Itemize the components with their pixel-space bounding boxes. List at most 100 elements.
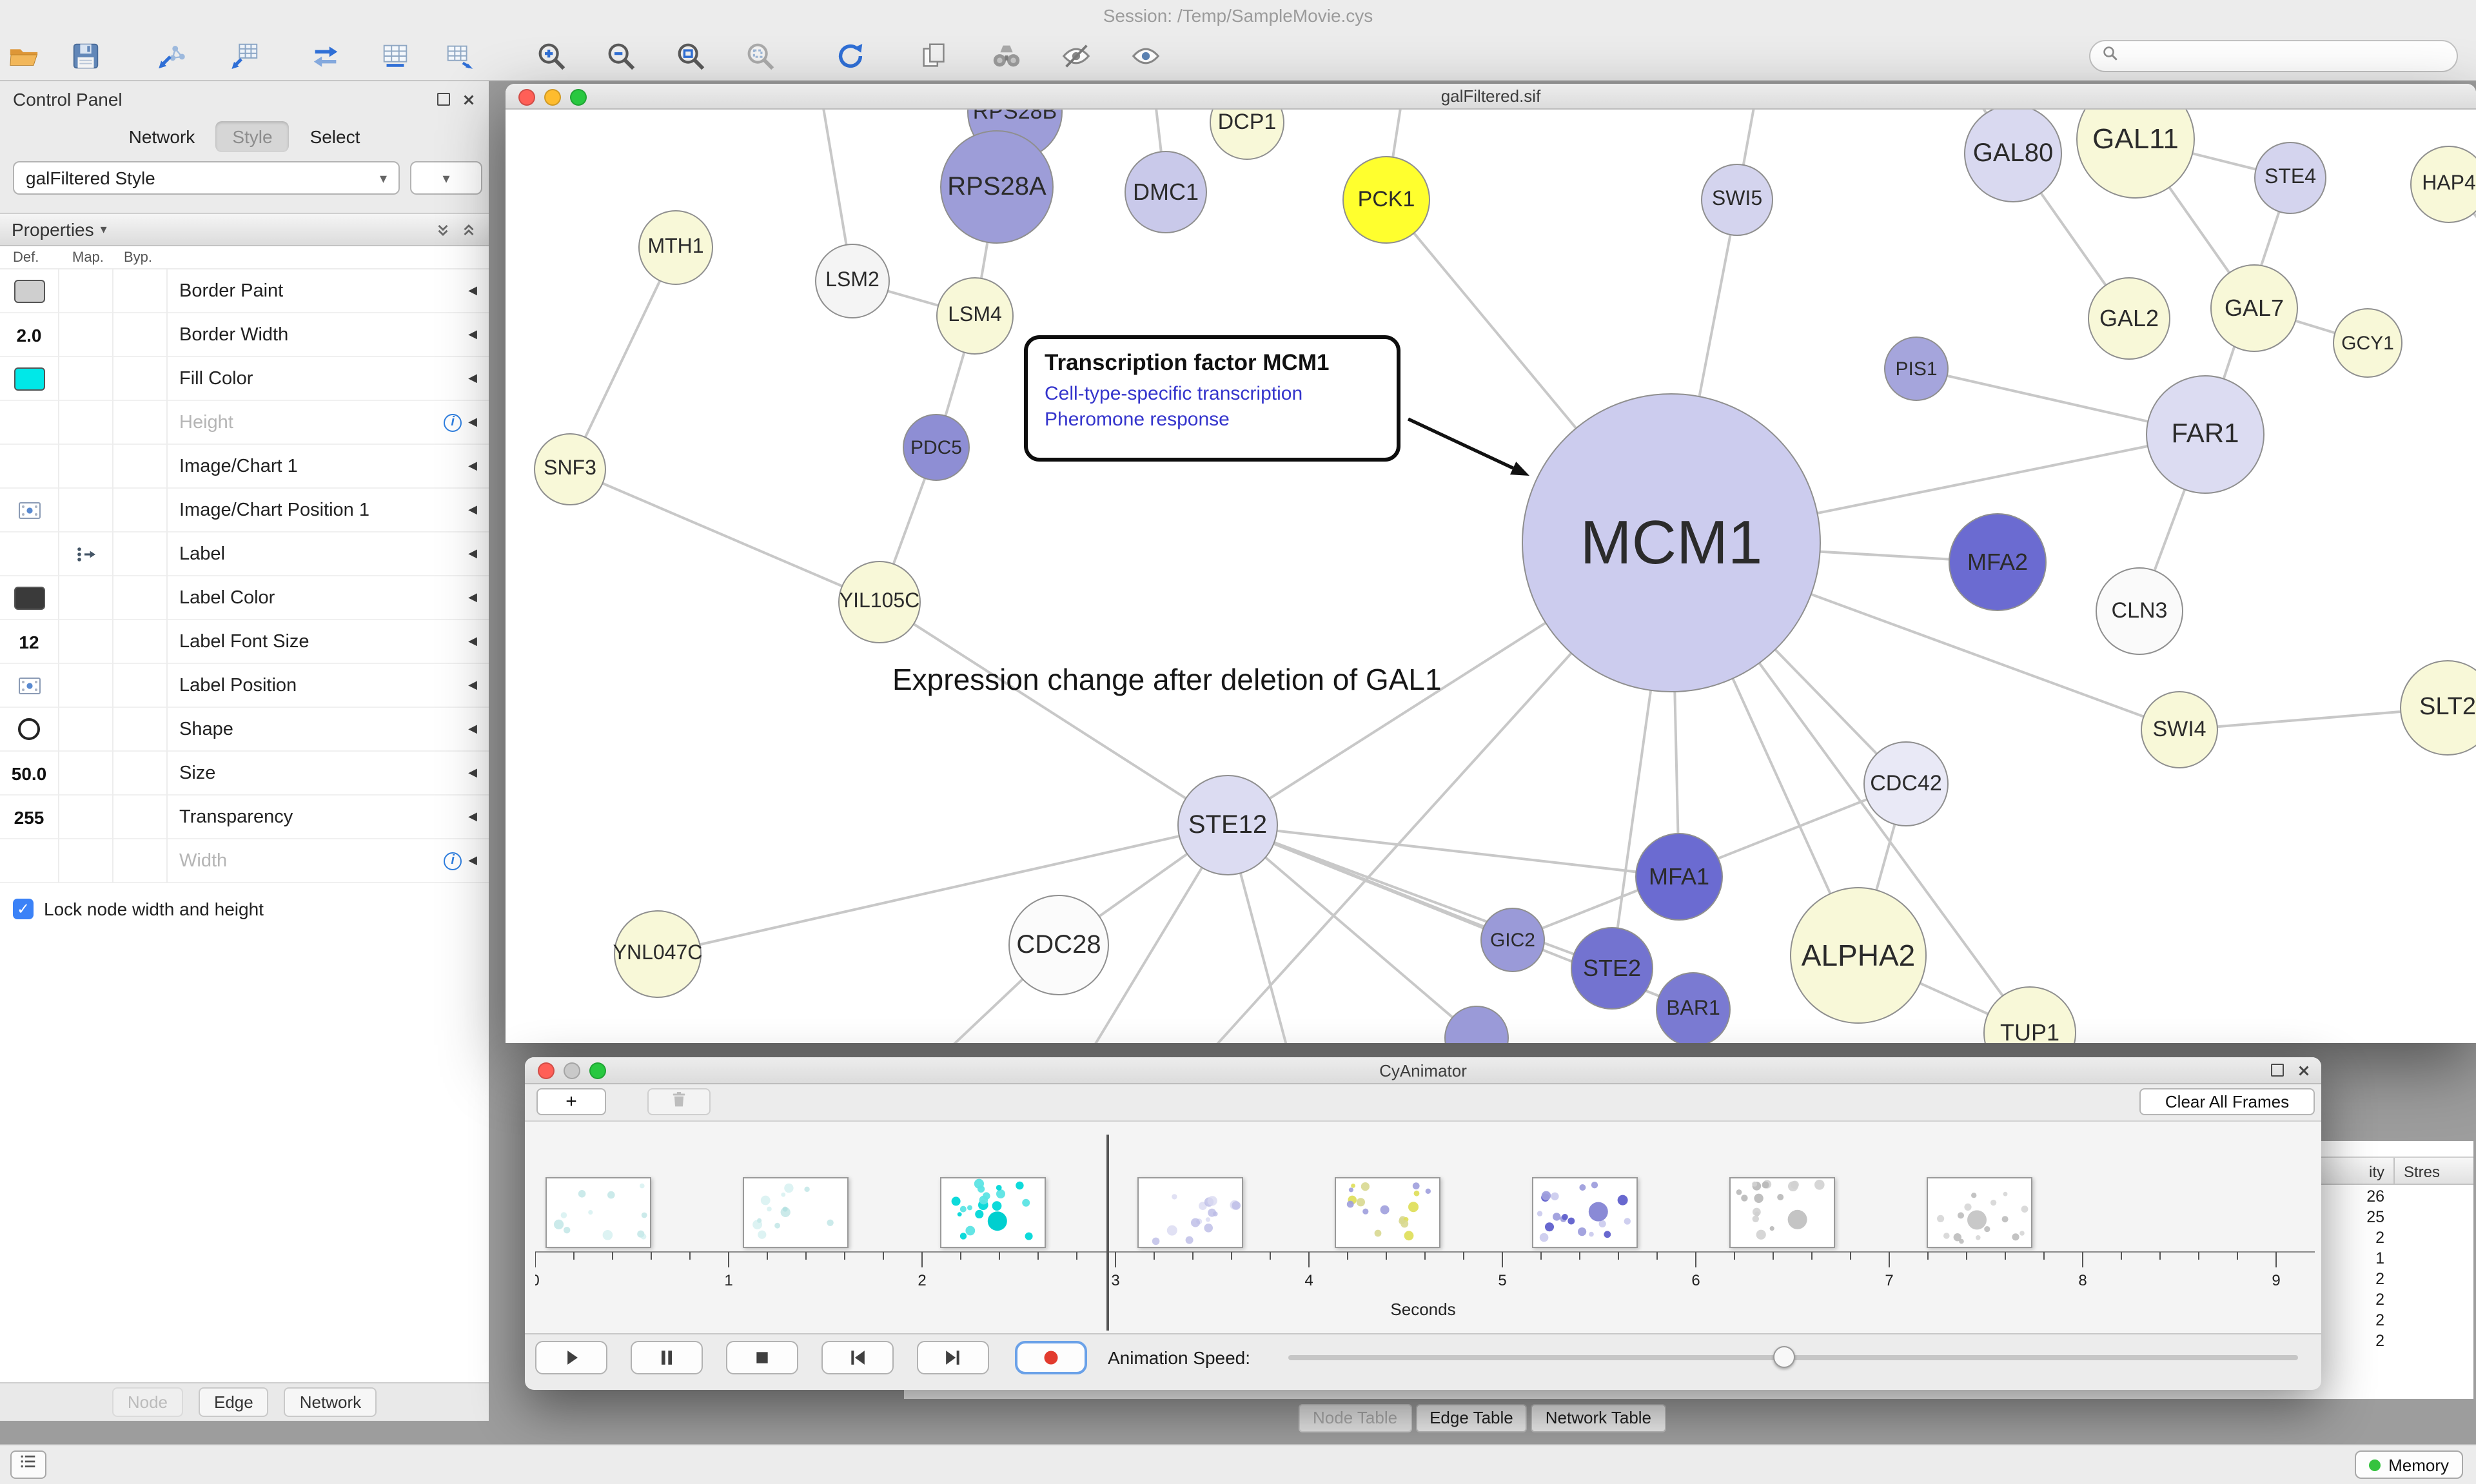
delete-frame-button[interactable] [647,1088,711,1115]
table-column-stress[interactable]: Stres [2404,1163,2441,1181]
minimize-window-button[interactable] [564,1062,580,1079]
bypass-cell[interactable] [113,795,168,839]
mapping-icon[interactable] [74,545,97,563]
tab-style[interactable]: Style [215,121,290,152]
style-property-row[interactable]: Fill Color◀ [0,356,489,401]
network-node-lsm2[interactable]: LSM2 [815,244,890,318]
network-node-mth1[interactable]: MTH1 [638,210,713,285]
zoom-window-button[interactable] [589,1062,606,1079]
default-value-swatch[interactable] [14,367,44,390]
skip-to-start-button[interactable] [821,1341,894,1374]
tab-network-table[interactable]: Network Table [1531,1404,1666,1432]
import-table-file-button[interactable] [222,36,266,76]
expand-row-icon[interactable]: ◀ [468,371,477,384]
network-node-lsm4[interactable]: LSM4 [936,277,1014,355]
expand-row-icon[interactable]: ◀ [468,678,477,691]
network-node-alpha2[interactable]: ALPHA2 [1790,887,1927,1024]
save-session-button[interactable] [63,36,107,76]
show-all-button[interactable] [1123,36,1167,76]
frame-thumbnail-0[interactable] [545,1177,651,1248]
style-selector[interactable]: galFiltered Style ▾ [13,161,400,195]
style-property-row[interactable]: Image/Chart 1◀ [0,444,489,489]
close-window-button[interactable] [538,1062,555,1079]
bypass-cell[interactable] [113,839,168,883]
animation-speed-slider[interactable] [1288,1346,2298,1368]
network-node-ste12[interactable]: STE12 [1177,775,1278,875]
default-value-swatch[interactable] [14,279,44,302]
network-node-bar1[interactable]: BAR1 [1656,972,1731,1043]
network-node-pis1[interactable]: PIS1 [1884,337,1949,401]
float-panel-icon[interactable] [2271,1064,2284,1077]
expand-all-icon[interactable] [435,221,451,238]
bypass-cell[interactable] [113,707,168,751]
frame-thumbnail-1[interactable] [743,1177,849,1248]
network-window-titlebar[interactable]: galFiltered.sif [506,84,2476,110]
expand-row-icon[interactable]: ◀ [468,591,477,603]
network-node-hap4[interactable]: HAP4 [2410,146,2476,223]
zoom-out-button[interactable] [598,36,642,76]
network-node-gic2[interactable]: GIC2 [1480,908,1545,972]
bypass-cell[interactable] [113,356,168,400]
network-node-cdc28[interactable]: CDC28 [1008,895,1109,995]
panel-tab-network[interactable]: Network [284,1387,377,1417]
bypass-cell[interactable] [113,269,168,313]
export-table-button[interactable] [437,36,481,76]
network-node-ste4[interactable]: STE4 [2254,142,2326,214]
frame-thumbnail-4[interactable] [1335,1177,1440,1248]
collapse-all-icon[interactable] [460,221,477,238]
close-window-button[interactable] [518,88,535,105]
network-node-ynl047c[interactable]: YNL047C [613,910,702,998]
panel-tab-edge[interactable]: Edge [199,1387,269,1417]
bypass-cell[interactable] [113,313,168,356]
style-property-row[interactable]: Shape◀ [0,707,489,752]
position-icon[interactable] [17,676,41,694]
expand-row-icon[interactable]: ◀ [468,766,477,779]
bypass-cell[interactable] [113,576,168,620]
clear-all-frames-button[interactable]: Clear All Frames [2139,1088,2315,1115]
expand-row-icon[interactable]: ◀ [468,327,477,340]
lock-dimensions-row[interactable]: ✓ Lock node width and height [0,893,489,924]
close-panel-icon[interactable] [462,92,476,106]
style-options-button[interactable]: ▾ [410,161,482,195]
export-network-button[interactable] [373,36,417,76]
frame-thumbnail-5[interactable] [1532,1177,1638,1248]
network-node-gal7[interactable]: GAL7 [2210,264,2298,352]
close-panel-icon[interactable] [2297,1063,2311,1077]
style-property-row[interactable]: Label◀ [0,532,489,576]
network-node-snf3[interactable]: SNF3 [534,433,606,505]
network-node-ste2[interactable]: STE2 [1571,927,1653,1010]
bypass-cell[interactable] [113,620,168,663]
record-button[interactable] [1015,1341,1087,1374]
bypass-cell[interactable] [113,444,168,488]
tab-network[interactable]: Network [128,126,195,147]
find-button[interactable] [984,36,1028,76]
circle-shape-icon[interactable] [18,718,40,740]
style-property-row[interactable]: Label Color◀ [0,576,489,620]
bypass-cell[interactable] [113,663,168,707]
network-canvas[interactable]: Transcription factor MCM1 Cell-type-spec… [506,110,2476,1043]
bypass-cell[interactable] [113,532,168,576]
minimize-window-button[interactable] [544,88,561,105]
playhead[interactable] [1106,1135,1109,1331]
network-node-pdc5[interactable]: PDC5 [903,414,970,481]
tab-edge-table[interactable]: Edge Table [1415,1404,1528,1432]
expand-row-icon[interactable]: ◀ [468,284,477,297]
search-box[interactable] [2089,40,2458,72]
import-network-button[interactable] [303,36,347,76]
pause-button[interactable] [631,1341,703,1374]
default-value[interactable]: 50.0 [11,763,47,783]
hide-selected-button[interactable] [1054,36,1097,76]
float-panel-icon[interactable] [437,93,450,106]
expand-row-icon[interactable]: ◀ [468,634,477,647]
tab-node-table[interactable]: Node Table [1299,1404,1412,1432]
frame-thumbnail-7[interactable] [1927,1177,2032,1248]
network-node-cln3[interactable]: CLN3 [2096,567,2183,655]
style-property-row[interactable]: Image/Chart Position 1◀ [0,488,489,532]
lock-checkbox[interactable]: ✓ [13,899,34,919]
tab-select[interactable]: Select [310,126,360,147]
annotation-box[interactable]: Transcription factor MCM1 Cell-type-spec… [1024,335,1400,462]
